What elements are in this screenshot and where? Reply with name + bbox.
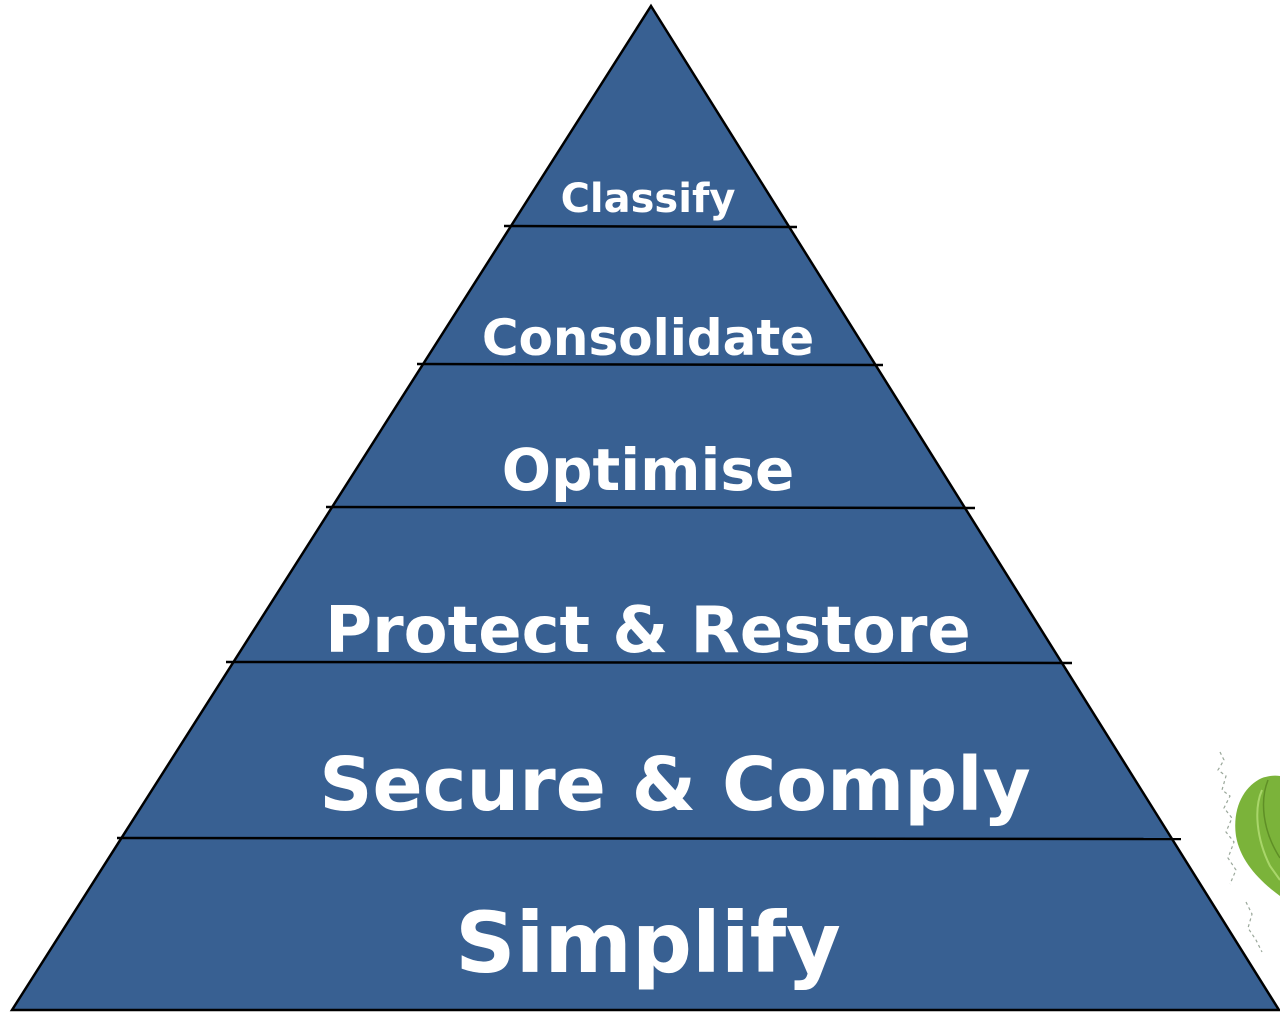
tier-label-consolidate: Consolidate [482, 309, 814, 367]
tier-divider-3 [325, 505, 976, 510]
tier-label-classify: Classify [561, 176, 736, 222]
green-leaf-icon [1217, 751, 1280, 953]
tier-divider-1 [503, 224, 798, 229]
tier-label-secure-comply: Secure & Comply [319, 742, 1031, 828]
tier-divider-2 [416, 362, 884, 367]
tier-label-optimise: Optimise [502, 436, 795, 504]
tier-divider-4 [225, 660, 1073, 665]
tier-divider-5 [116, 836, 1182, 841]
tier-label-simplify: Simplify [455, 894, 841, 992]
tier-label-protect-restore: Protect & Restore [325, 594, 971, 668]
